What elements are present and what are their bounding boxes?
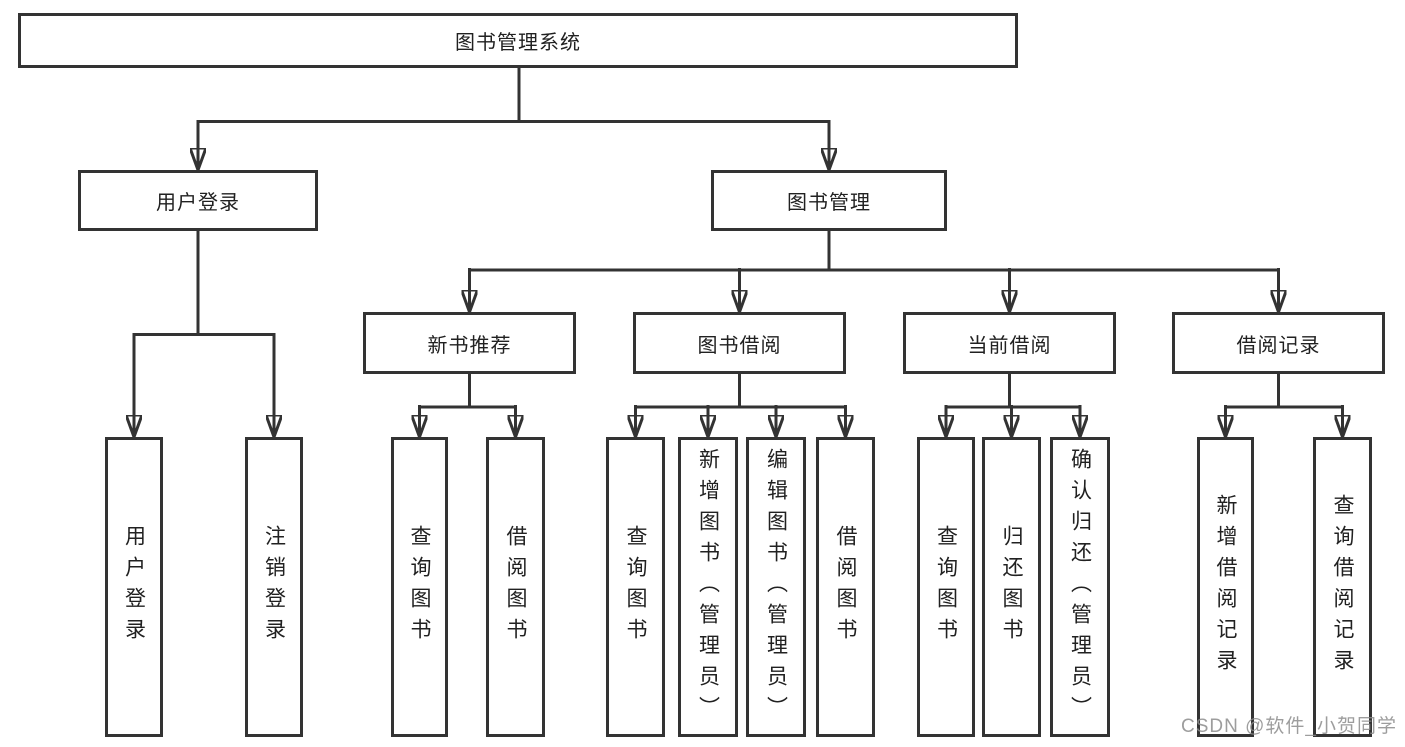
leaf-confirm-return-admin-label: 确认归还（管理员） xyxy=(1068,447,1092,727)
leaf-edit-books-admin: 编辑图书（管理员） xyxy=(746,437,806,737)
leaf-user-login-label: 用户登录 xyxy=(122,525,146,649)
node-book-management: 图书管理 xyxy=(711,170,947,231)
leaf-borrow-books-1-label: 借阅图书 xyxy=(504,525,527,649)
node-user-login-label: 用户登录 xyxy=(156,192,240,214)
leaf-borrow-books-2: 借阅图书 xyxy=(816,437,875,737)
node-library-system: 图书管理系统 xyxy=(18,13,1018,68)
leaf-return-books: 归还图书 xyxy=(982,437,1041,737)
leaf-add-books-admin-label: 新增图书（管理员） xyxy=(696,447,720,727)
leaf-query-books-3: 查询图书 xyxy=(917,437,975,737)
node-current-borrowing: 当前借阅 xyxy=(903,312,1116,374)
csdn-watermark: CSDN @软件_小贺同学 xyxy=(1181,716,1397,737)
leaf-add-borrow-record: 新增借阅记录 xyxy=(1197,437,1254,737)
leaf-add-books-admin: 新增图书（管理员） xyxy=(678,437,738,737)
leaf-query-books-2-label: 查询图书 xyxy=(624,525,647,649)
leaf-query-borrow-record: 查询借阅记录 xyxy=(1313,437,1372,737)
leaf-query-books-1-label: 查询图书 xyxy=(408,525,431,649)
leaf-query-borrow-record-label: 查询借阅记录 xyxy=(1331,494,1354,680)
node-borrow-records-label: 借阅记录 xyxy=(1236,334,1321,357)
leaf-confirm-return-admin: 确认归还（管理员） xyxy=(1050,437,1110,737)
leaf-borrow-books-2-label: 借阅图书 xyxy=(834,525,857,649)
node-book-borrowing-label: 图书借阅 xyxy=(697,334,782,357)
leaf-edit-books-admin-label: 编辑图书（管理员） xyxy=(764,447,788,727)
leaf-borrow-books-1: 借阅图书 xyxy=(486,437,545,737)
leaf-return-books-label: 归还图书 xyxy=(1000,525,1023,649)
node-borrow-records: 借阅记录 xyxy=(1172,312,1385,374)
leaf-query-books-1: 查询图书 xyxy=(391,437,448,737)
node-book-borrowing: 图书借阅 xyxy=(633,312,846,374)
leaf-user-login: 用户登录 xyxy=(105,437,163,737)
node-current-borrowing-label: 当前借阅 xyxy=(967,334,1052,357)
node-user-login: 用户登录 xyxy=(78,170,318,231)
node-library-system-label: 图书管理系统 xyxy=(455,32,581,54)
leaf-add-borrow-record-label: 新增借阅记录 xyxy=(1214,494,1237,680)
leaf-logout-label: 注销登录 xyxy=(262,525,286,649)
node-new-book-recommend-label: 新书推荐 xyxy=(427,334,512,357)
leaf-query-books-2: 查询图书 xyxy=(606,437,665,737)
leaf-logout: 注销登录 xyxy=(245,437,303,737)
node-book-management-label: 图书管理 xyxy=(787,192,871,214)
leaf-query-books-3-label: 查询图书 xyxy=(934,525,958,649)
node-new-book-recommend: 新书推荐 xyxy=(363,312,576,374)
